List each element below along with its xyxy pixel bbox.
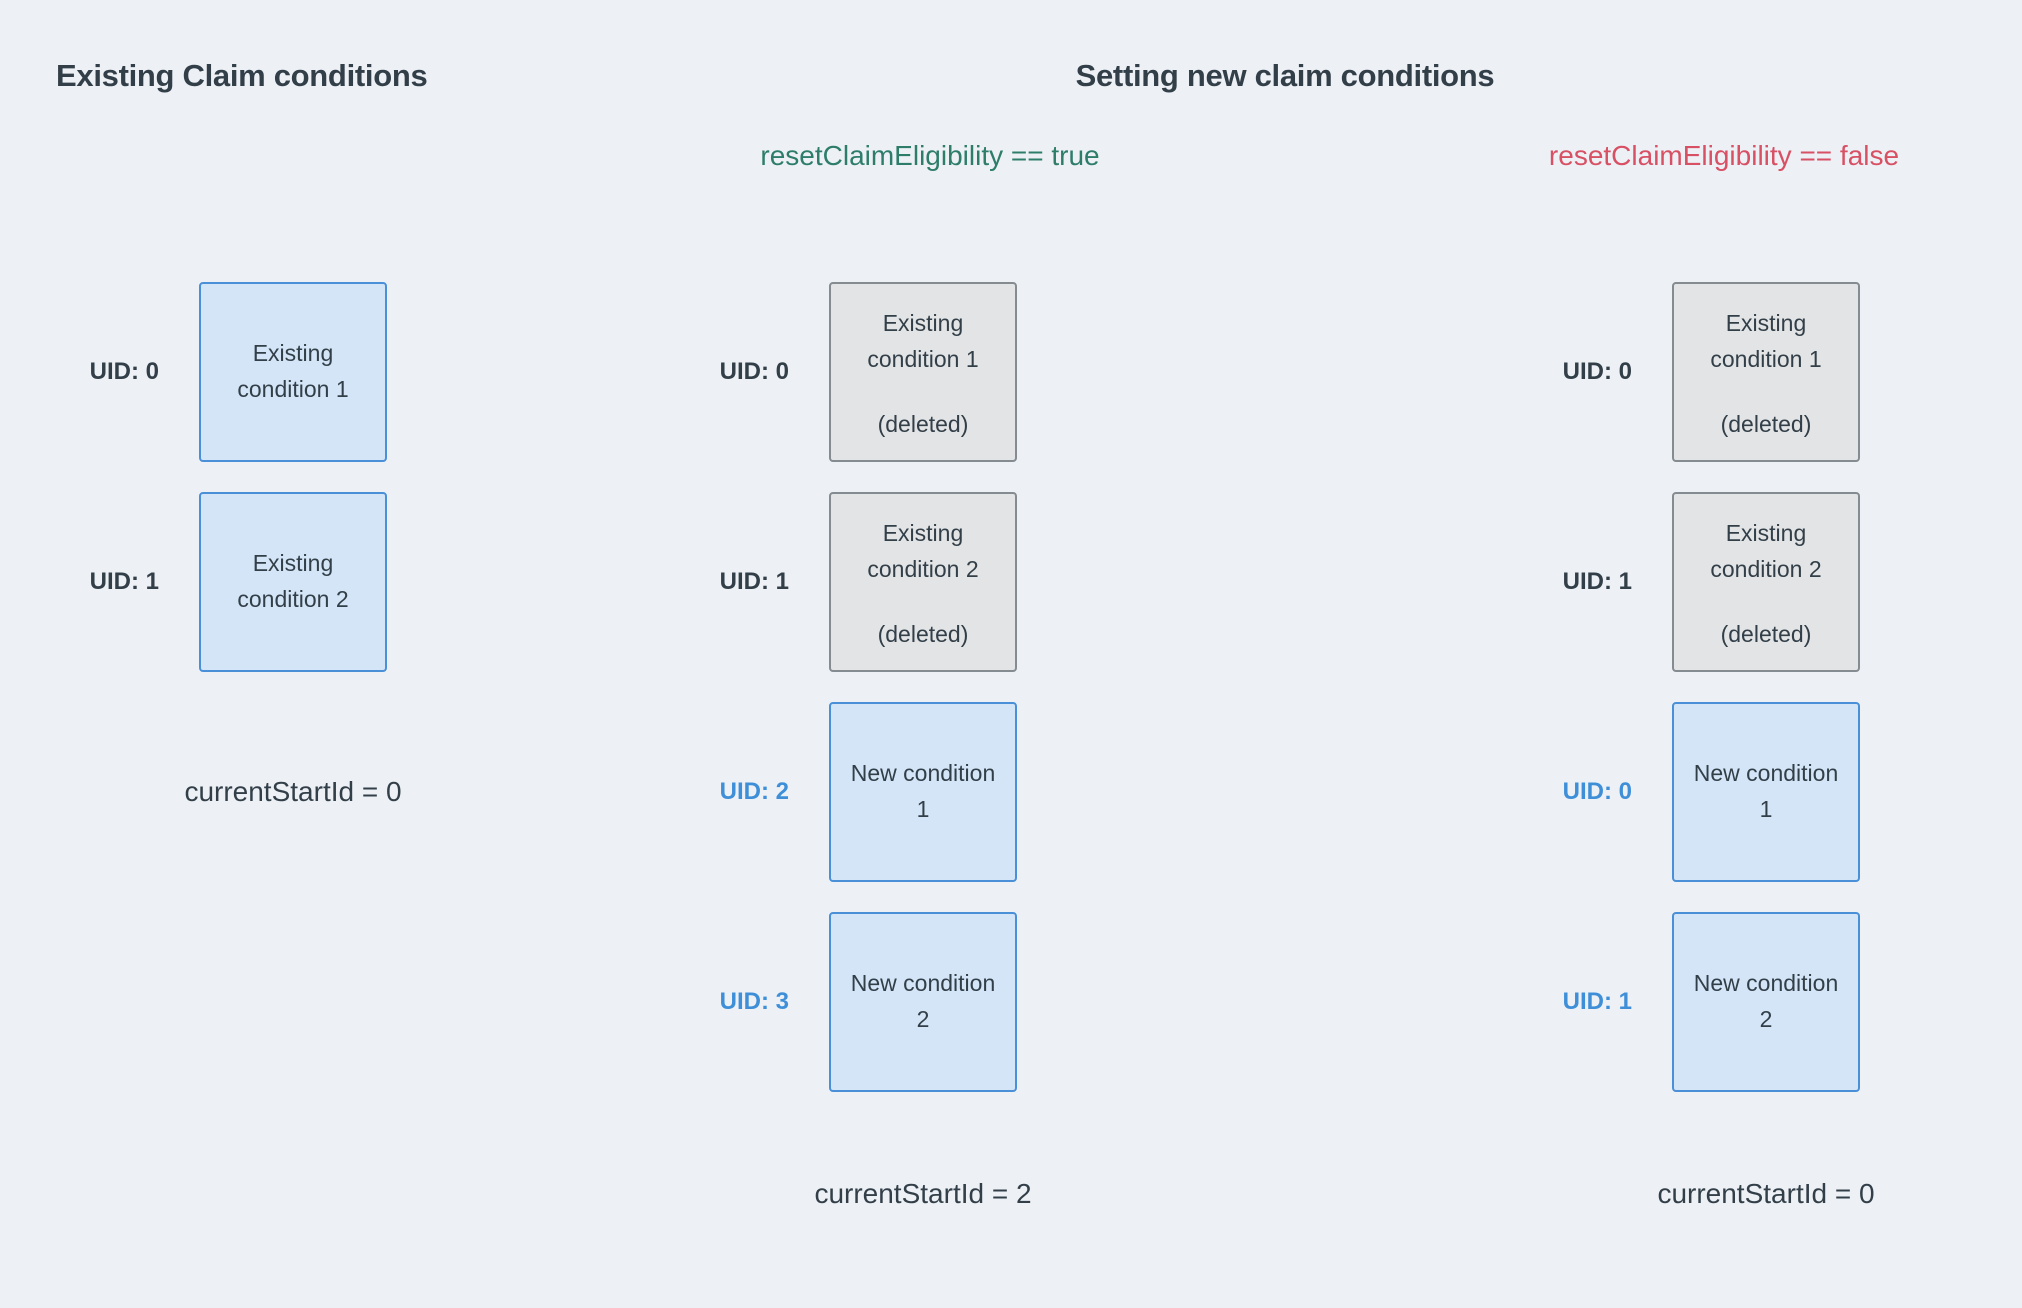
deleted-note: (deleted) [1720,621,1812,648]
deleted-note: (deleted) [877,411,969,438]
uid-label: UID: 1 [719,568,789,595]
uid-label: UID: 1 [89,568,159,595]
current-start-id-value: currentStartId = 0 [1657,1178,1875,1209]
condition-box-title: New condition 1 [1693,760,1839,822]
condition-row: UID: 0 Existing condition 1 (deleted) [1528,282,1860,462]
current-start-id-value: currentStartId = 0 [184,776,402,807]
condition-box-title: Existing condition 1 [1710,310,1822,372]
new-condition-box: New condition 2 [829,912,1017,1092]
deleted-condition-box: Existing condition 2 (deleted) [1672,492,1860,672]
uid-label: UID: 0 [1562,358,1632,385]
deleted-condition-box: Existing condition 2 (deleted) [829,492,1017,672]
condition-box-title: New condition 1 [850,760,996,822]
existing-condition-box: Existing condition 2 [199,492,387,672]
condition-row: UID: 1 Existing condition 2 (deleted) [1528,492,1860,672]
condition-row: UID: 1 Existing condition 2 (deleted) [685,492,1017,672]
new-condition-box: New condition 2 [1672,912,1860,1092]
condition-box-title: New condition 2 [850,970,996,1032]
condition-box-title: Existing condition 2 [867,520,979,582]
existing-claim-conditions-title: Existing Claim conditions [56,58,428,93]
condition-box-title: Existing condition 2 [1710,520,1822,582]
uid-label: UID: 0 [1562,778,1632,805]
new-condition-box: New condition 1 [1672,702,1860,882]
condition-box-title: Existing condition 2 [237,550,349,612]
deleted-condition-box: Existing condition 1 (deleted) [829,282,1017,462]
condition-row: UID: 2 New condition 1 [685,702,1017,882]
condition-row: UID: 3 New condition 2 [685,912,1017,1092]
condition-box-title: Existing condition 1 [867,310,979,372]
condition-row: UID: 0 Existing condition 1 [55,282,387,462]
deleted-note: (deleted) [877,621,969,648]
existing-condition-box: Existing condition 1 [199,282,387,462]
condition-box-title: New condition 2 [1693,970,1839,1032]
condition-box-title: Existing condition 1 [237,340,349,402]
uid-label: UID: 1 [1562,988,1632,1015]
uid-label: UID: 0 [719,358,789,385]
current-start-id-value: currentStartId = 2 [814,1178,1032,1209]
condition-row: UID: 1 New condition 2 [1528,912,1860,1092]
uid-label: UID: 0 [89,358,159,385]
condition-row: UID: 1 Existing condition 2 [55,492,387,672]
deleted-note: (deleted) [1720,411,1812,438]
setting-new-claim-conditions-title: Setting new claim conditions [1075,58,1495,93]
condition-row: UID: 0 New condition 1 [1528,702,1860,882]
new-condition-box: New condition 1 [829,702,1017,882]
uid-label: UID: 3 [719,988,789,1015]
uid-label: UID: 2 [719,778,789,805]
reset-claim-eligibility-false-label: resetClaimEligibility == false [1548,140,1900,171]
condition-row: UID: 0 Existing condition 1 (deleted) [685,282,1017,462]
uid-label: UID: 1 [1562,568,1632,595]
reset-claim-eligibility-true-label: resetClaimEligibility == true [760,140,1100,171]
deleted-condition-box: Existing condition 1 (deleted) [1672,282,1860,462]
